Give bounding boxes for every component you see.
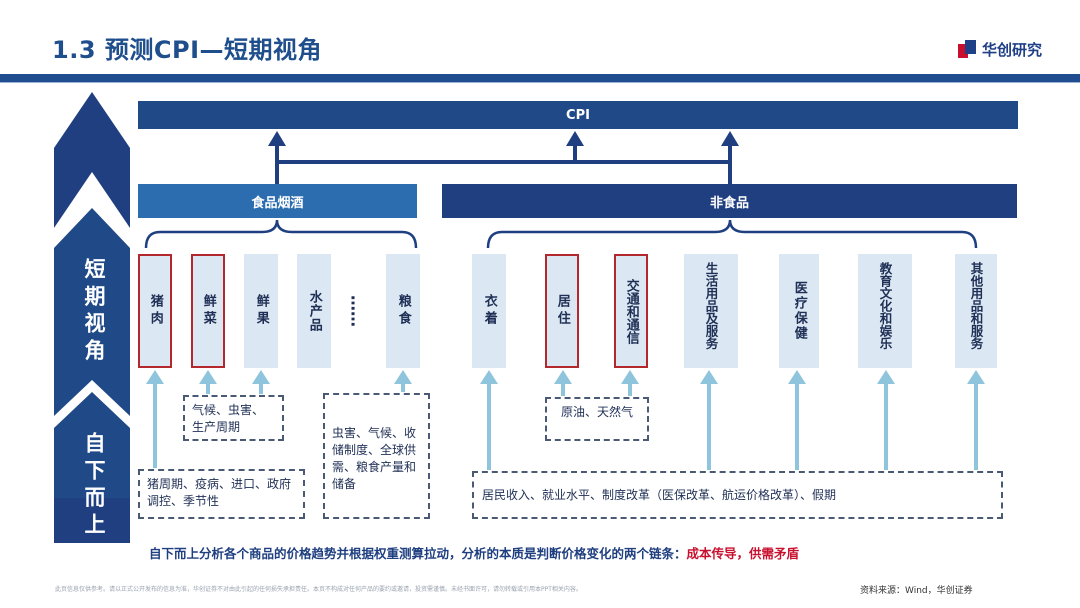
factor-weather-pest-box: 气候、虫害、生产周期 [183, 395, 284, 441]
summary-note-text: 自下而上分析各个商品的价格趋势并根据权重测算拉动，分析的本质是判断价格变化的两个… [149, 546, 687, 561]
category-vegetables: 鲜菜 [191, 254, 225, 368]
category-housing: 居住 [545, 254, 579, 368]
summary-note: 自下而上分析各个商品的价格趋势并根据权重测算拉动，分析的本质是判断价格变化的两个… [149, 543, 799, 562]
category-pork: 猪肉 [138, 254, 172, 368]
category-ellipsis: …… [347, 295, 367, 327]
category-other: 其他用品和服务 [955, 254, 997, 368]
side-chevron-graphic [54, 92, 130, 543]
category-medical: 医疗保健 [779, 254, 819, 368]
header-rule-thin [0, 82, 1080, 83]
factor-oil-gas-box: 原油、天然气 [545, 397, 649, 441]
side-label-short-term: 短期视角 [82, 258, 106, 366]
brand-mark-icon [958, 40, 976, 58]
brand-logo: 华创研究 [958, 38, 1042, 60]
category-fruit: 鲜果 [244, 254, 278, 368]
factor-pork-box: 猪周期、疫病、进口、政府调控、季节性 [138, 469, 305, 519]
brand-name: 华创研究 [982, 40, 1043, 59]
category-grain: 粮食 [386, 254, 420, 368]
cpi-node: CPI [138, 101, 1018, 129]
nonfood-group-node: 非食品 [442, 184, 1017, 218]
page-title: 1.3 预测CPI—短期视角 [52, 36, 323, 64]
category-aquatic: 水产品 [297, 254, 331, 368]
category-transport: 交通和通信 [614, 254, 648, 368]
food-group-node: 食品烟酒 [138, 184, 417, 218]
summary-note-highlight: 成本传导，供需矛盾 [686, 546, 800, 561]
header-rule [0, 74, 1080, 82]
factor-nonfood-box: 居民收入、就业水平、制度改革（医保改革、航运价格改革）、假期 [472, 471, 1003, 519]
category-education: 教育文化和娱乐 [858, 254, 912, 368]
factor-grain-box: 虫害、气候、收储制度、全球供需、粮食产量和储备 [323, 393, 430, 519]
footer-disclaimer: 此页信息仅供参考。请以正式公开发布的信息为准，华创证券不对由此引起的任何损失承担… [55, 586, 582, 593]
category-clothing: 衣着 [472, 254, 506, 368]
category-daily-goods: 生活用品及服务 [684, 254, 738, 368]
side-label-bottom-up: 自下而上 [82, 432, 106, 540]
footer-source: 资料来源：Wind，华创证券 [860, 586, 973, 596]
